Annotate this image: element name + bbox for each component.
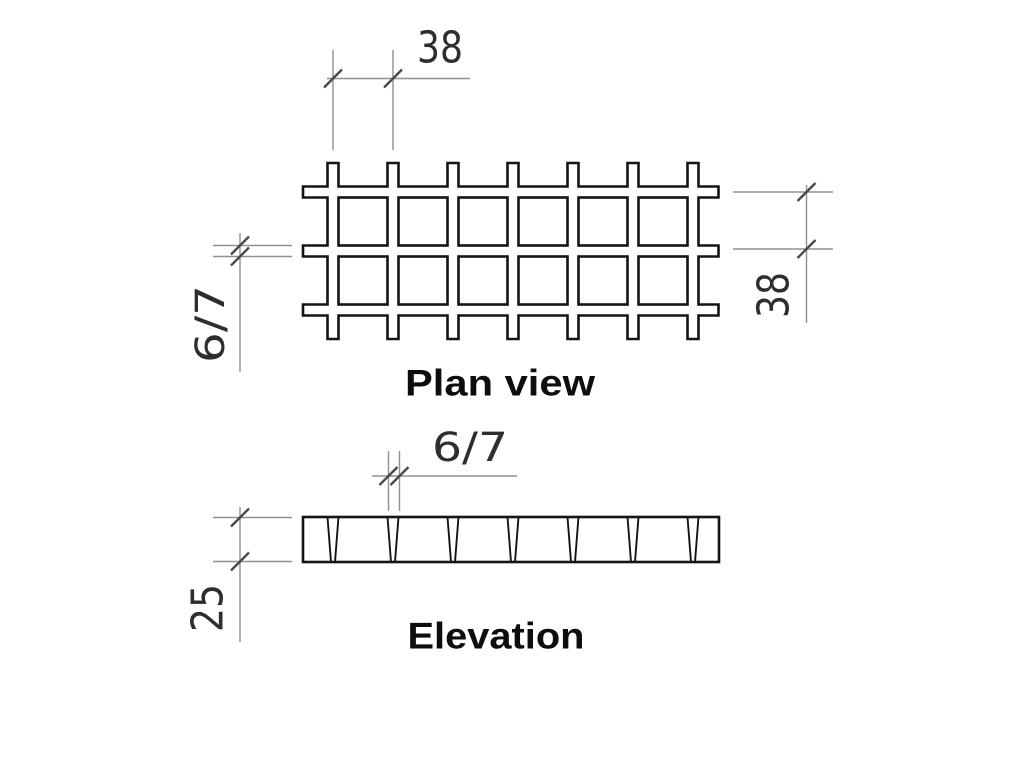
plan-mesh-opening: [517, 255, 569, 306]
dimension-tick: [389, 466, 410, 486]
dimension-tick: [230, 235, 250, 256]
dimension-tick: [796, 182, 817, 202]
elevation-slot: [326, 516, 340, 563]
plan-mesh-opening: [457, 196, 509, 247]
plan-view-drawing: [301, 161, 720, 341]
plan-view-label: Plan view: [405, 363, 595, 404]
plan-mesh-opening: [577, 196, 629, 247]
plan-mesh-opening: [397, 255, 449, 306]
plan-mesh-opening: [397, 196, 449, 247]
dimension-lines: [213, 50, 833, 642]
dimension-tick: [230, 507, 250, 528]
dimension-tick: [230, 246, 250, 267]
dim-elevation-depth: 25: [183, 584, 234, 632]
dim-plan-pitch-right: 38: [749, 272, 800, 318]
elevation-slot: [566, 516, 580, 563]
plan-mesh-opening: [517, 196, 569, 247]
plan-grid-outline: [301, 161, 720, 341]
dim-plan-bar-thickness: 6/7: [188, 285, 234, 363]
plan-mesh-opening: [457, 255, 509, 306]
elevation-drawing: [301, 515, 721, 564]
plan-mesh-opening: [637, 255, 689, 306]
dimension-tick: [230, 551, 250, 572]
dimension-tick: [796, 239, 817, 259]
elevation-slot: [446, 516, 460, 563]
elevation-label: Elevation: [408, 616, 585, 657]
elevation-slot: [686, 516, 700, 563]
dimension-tick: [378, 466, 399, 486]
dim-elevation-bar-thickness: 6/7: [432, 425, 508, 471]
dimension-tick: [383, 68, 403, 89]
dim-plan-pitch-top: 38: [417, 23, 463, 74]
elevation-slot: [626, 516, 640, 563]
plan-mesh-opening: [337, 255, 389, 306]
elevation-slot: [506, 516, 520, 563]
elevation-slot: [386, 516, 400, 563]
dimension-tick: [323, 68, 343, 89]
plan-mesh-opening: [637, 196, 689, 247]
plan-mesh-opening: [577, 255, 629, 306]
plan-mesh-opening: [337, 196, 389, 247]
